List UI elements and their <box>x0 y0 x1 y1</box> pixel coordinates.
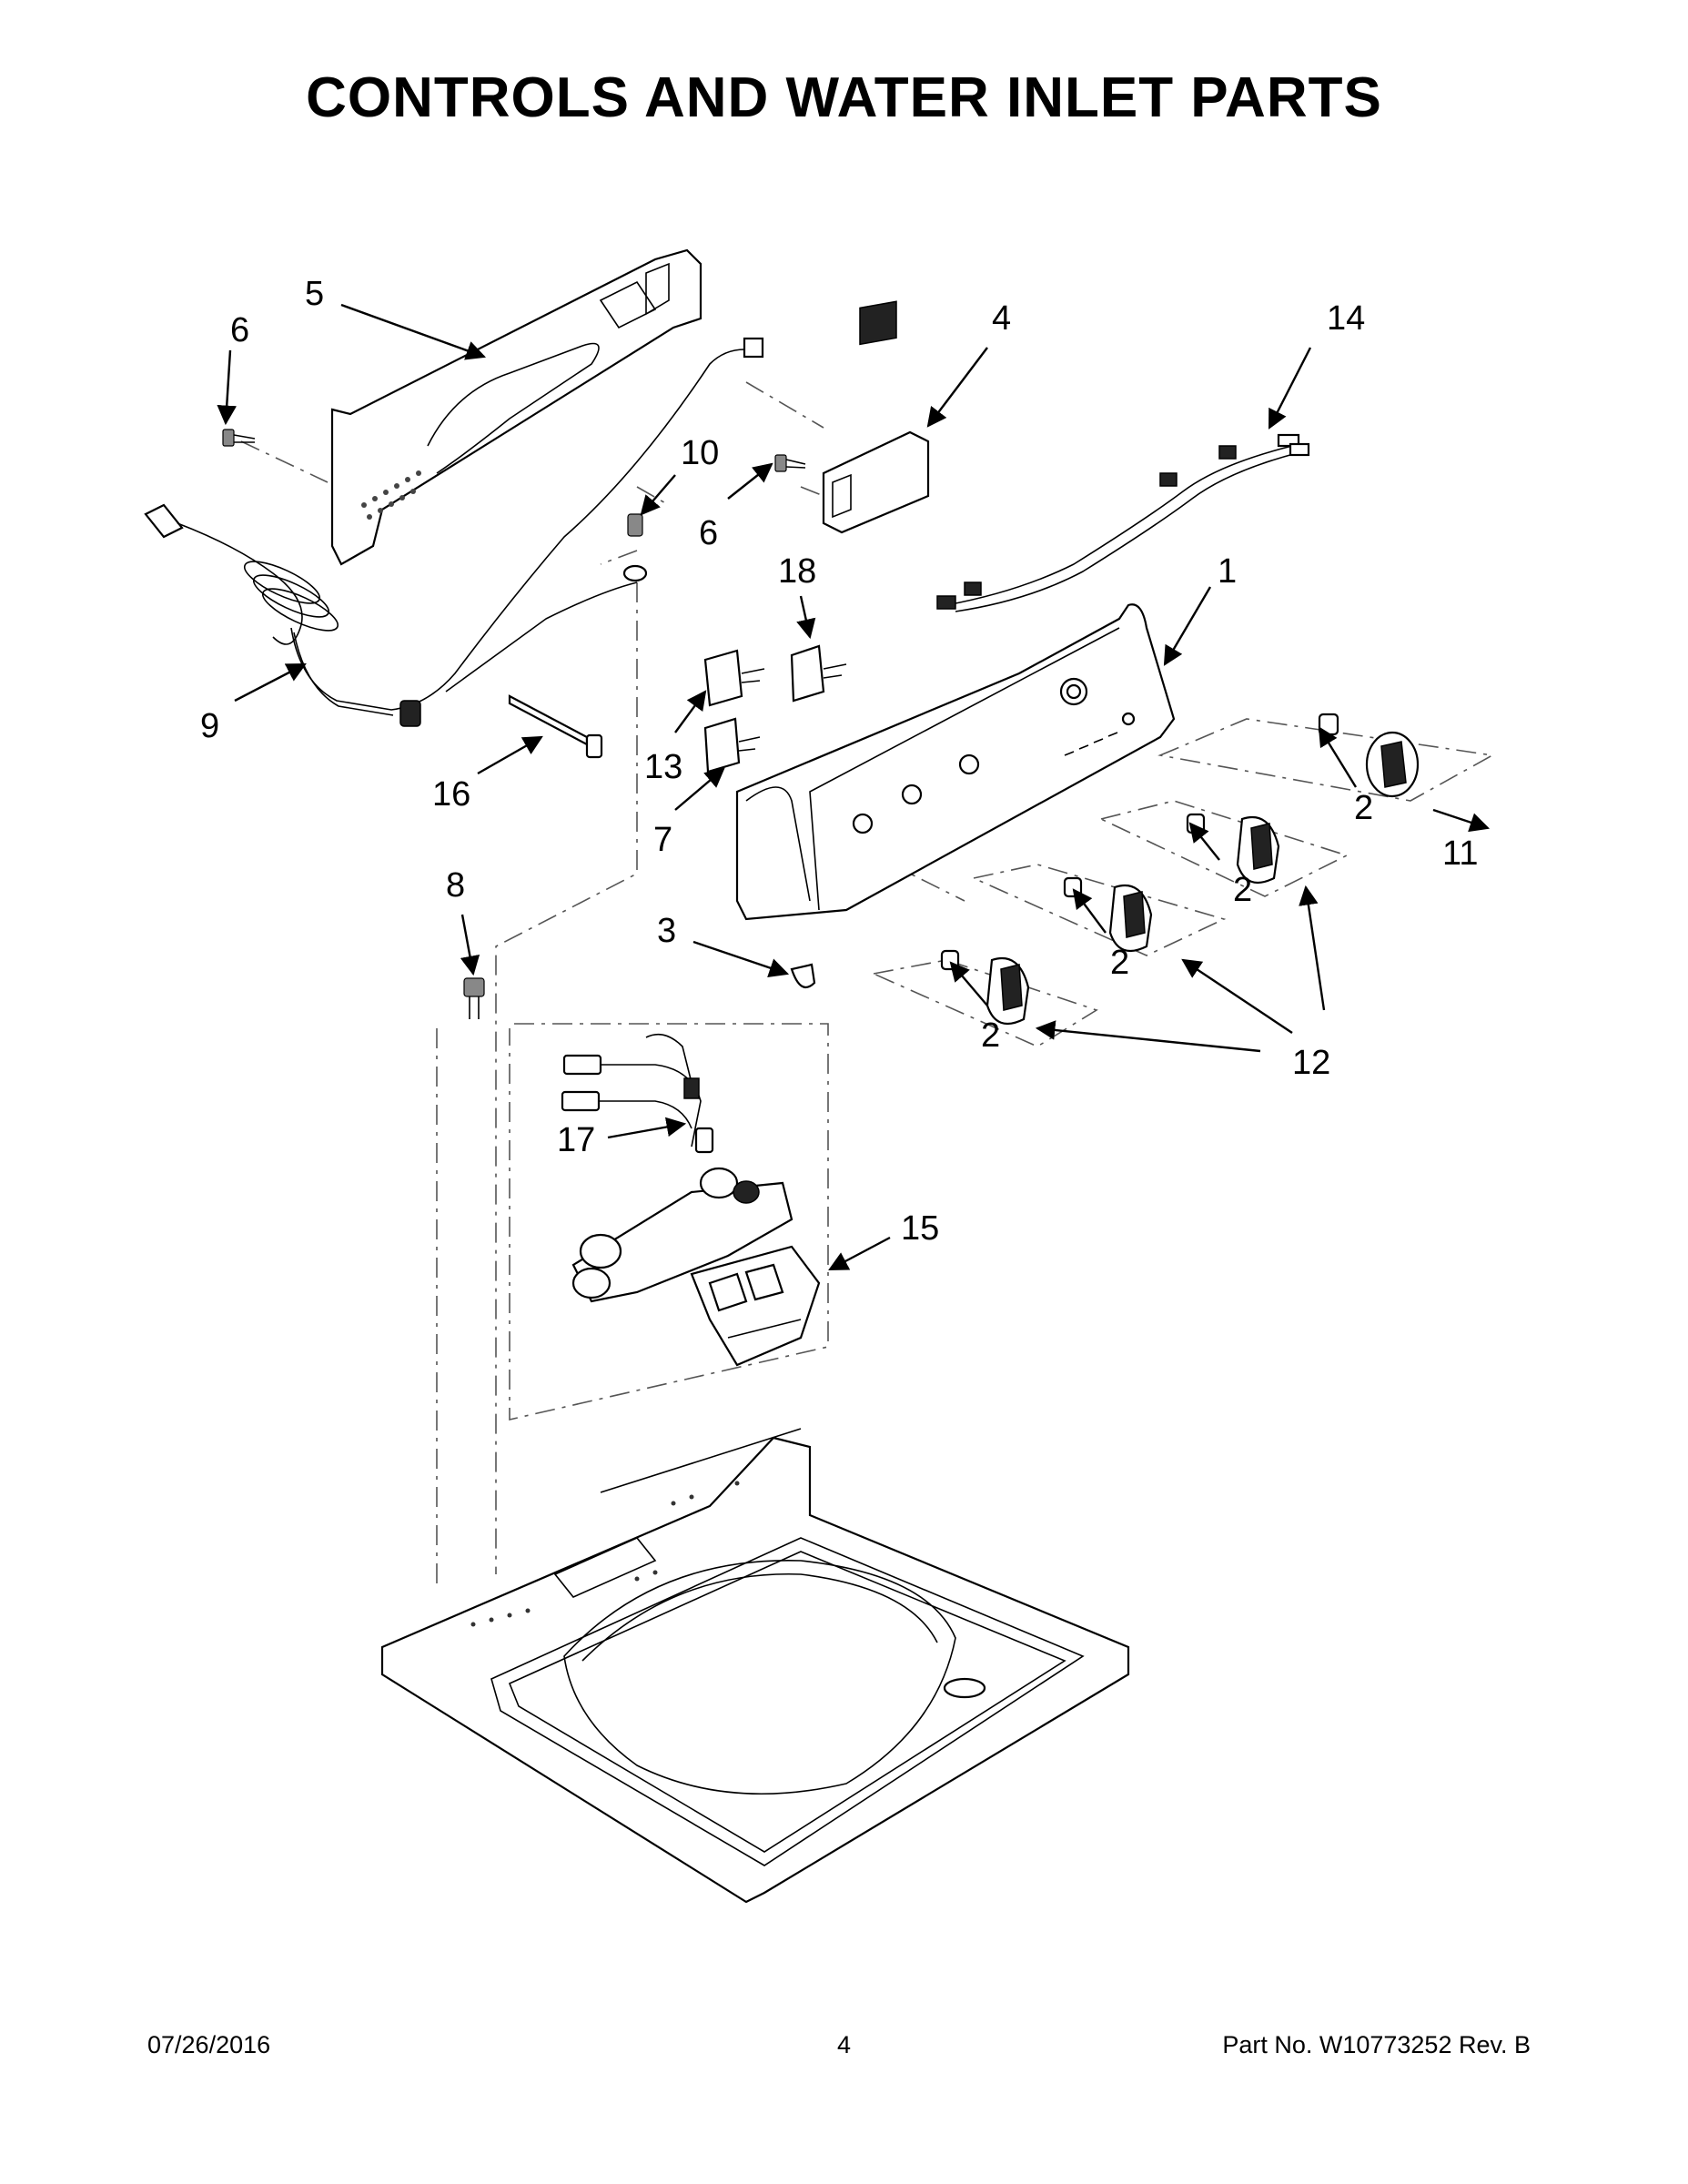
callout-6-right: 6 <box>699 514 718 552</box>
page-title: CONTROLS AND WATER INLET PARTS <box>306 66 1382 129</box>
callout-8: 8 <box>446 866 465 905</box>
callout-2-11: 2 <box>1354 789 1373 827</box>
console-rear-panel <box>330 248 702 566</box>
water-inlet-valve <box>571 1167 821 1367</box>
callout-4: 4 <box>992 299 1011 338</box>
callout-7: 7 <box>653 821 672 859</box>
callout-9: 9 <box>200 707 219 745</box>
footer-page-number: 4 <box>836 2031 852 2058</box>
power-cord <box>144 337 764 727</box>
wire-harness <box>936 433 1310 612</box>
assembly-dash-lines <box>240 381 1495 1583</box>
washer-top-panel <box>380 1428 1130 1904</box>
callout-2-c: 2 <box>981 1016 1000 1055</box>
callout-2-a: 2 <box>1233 871 1252 909</box>
knob-12-b <box>1063 876 1153 953</box>
callout-15: 15 <box>901 1209 939 1248</box>
callout-14: 14 <box>1327 299 1365 338</box>
screw-6-right <box>774 454 806 472</box>
callout-13: 13 <box>644 748 682 786</box>
callout-10: 10 <box>681 434 719 472</box>
console <box>735 603 1176 921</box>
ground-screw-10 <box>622 513 648 582</box>
footer-part-number: Part No. W10773252 Rev. B <box>1222 2031 1531 2058</box>
switch-13 <box>703 649 765 707</box>
valve-wiring-harness <box>561 1033 714 1154</box>
callout-11: 11 <box>1442 834 1478 873</box>
callout-18: 18 <box>778 552 816 591</box>
footer-date: 07/26/2016 <box>147 2031 271 2058</box>
control-board <box>822 300 930 534</box>
callout-17: 17 <box>557 1121 595 1159</box>
clip-3 <box>790 963 816 989</box>
callout-12: 12 <box>1292 1044 1330 1082</box>
cable-tie <box>508 694 603 759</box>
knob-12-a <box>1186 813 1280 885</box>
knob-11 <box>1318 713 1420 798</box>
callout-1: 1 <box>1218 552 1237 591</box>
screw-8 <box>463 977 485 1019</box>
callout-labels: 5 6 4 14 10 6 18 1 9 13 16 7 2 11 8 2 3 … <box>200 275 1478 1248</box>
callout-6-left: 6 <box>230 311 249 349</box>
switch-7 <box>703 717 761 774</box>
switch-18 <box>790 644 847 703</box>
screw-6-left <box>222 429 256 447</box>
callout-5: 5 <box>305 275 324 313</box>
callout-16: 16 <box>432 775 470 814</box>
callout-3: 3 <box>657 912 676 950</box>
callout-2-b: 2 <box>1110 944 1129 982</box>
callout-leaders <box>217 303 1491 1271</box>
knob-12-c <box>940 949 1030 1026</box>
